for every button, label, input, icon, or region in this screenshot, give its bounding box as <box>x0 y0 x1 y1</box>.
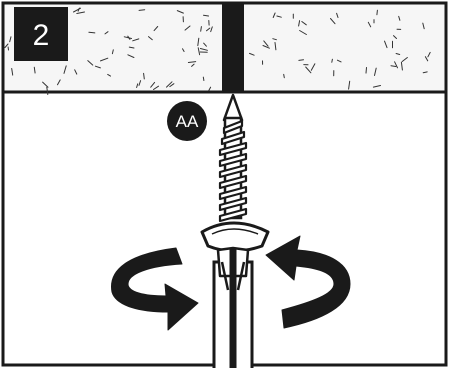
step-badge: 2 <box>14 7 68 61</box>
wall-section <box>1 1 448 95</box>
part-callout-label: AA <box>176 112 199 131</box>
curved-arrow-icon <box>111 247 199 331</box>
part-callout: AA <box>167 101 207 141</box>
wood-screw-icon <box>200 93 270 253</box>
screwdriver-icon <box>212 246 254 368</box>
curved-arrow-icon <box>265 235 351 329</box>
wall-texture <box>4 7 431 95</box>
drilled-hole <box>222 3 244 92</box>
step-number: 2 <box>33 19 50 52</box>
